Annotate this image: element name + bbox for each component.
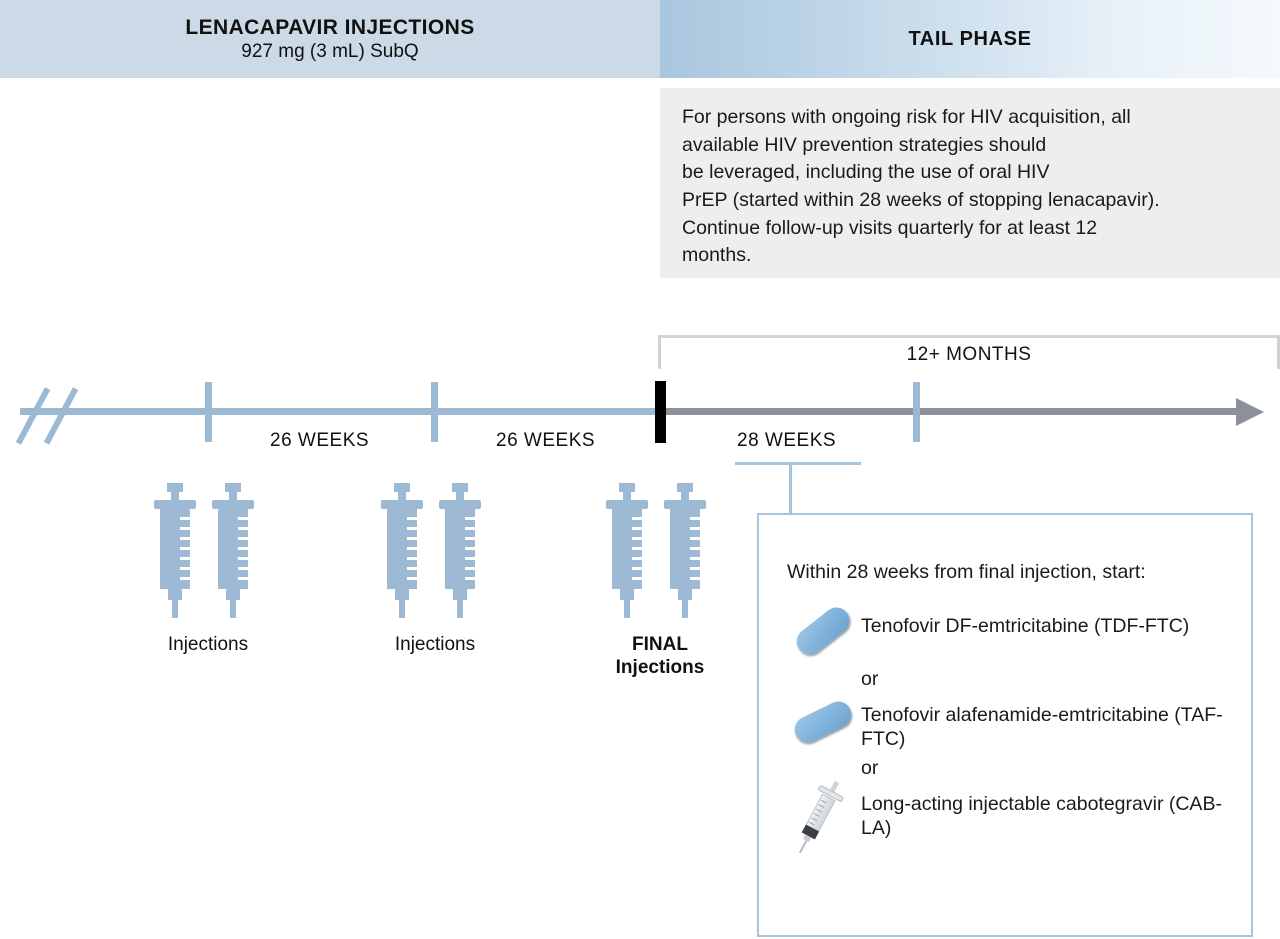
med-option-cab-la: Long-acting injectable cabotegravir (CAB… <box>787 780 1233 874</box>
tail-phase-medication-panel: Within 28 weeks from final injection, st… <box>757 513 1253 937</box>
med-option-taf-ftc: Tenofovir alafenamide-emtricitabine (TAF… <box>787 695 1233 753</box>
syringe-pair <box>606 483 714 618</box>
segment-label-26-weeks-2: 26 WEEKS <box>496 430 596 451</box>
med-panel-intro: Within 28 weeks from final injection, st… <box>787 561 1146 583</box>
timeline-tick-2 <box>431 382 438 442</box>
tail-phase-header: TAIL PHASE <box>660 0 1280 78</box>
syringe-icon <box>664 483 706 618</box>
injection-group-1: Injections <box>143 483 273 657</box>
segment-label-28-weeks: 28 WEEKS <box>737 430 837 451</box>
pill-icon <box>787 602 861 664</box>
twelve-months-label: 12+ MONTHS <box>906 344 1032 365</box>
lenacapavir-title: LENACAPAVIR INJECTIONS <box>185 15 475 39</box>
header-band: LENACAPAVIR INJECTIONS 927 mg (3 mL) Sub… <box>0 0 1280 78</box>
injection-group-final-caption-line2: Injections <box>615 656 705 678</box>
med-option-taf-ftc-label: Tenofovir alafenamide-emtricitabine (TAF… <box>861 704 1223 751</box>
timeline-tick-1 <box>205 382 212 442</box>
syringe-icon <box>381 483 423 618</box>
med-or-label-1: or <box>861 668 879 690</box>
lenacapavir-dose: 927 mg (3 mL) SubQ <box>241 41 419 63</box>
med-option-tdf-ftc-label: Tenofovir DF-emtricitabine (TDF-FTC) <box>861 615 1190 637</box>
med-option-cab-la-label: Long-acting injectable cabotegravir (CAB… <box>861 793 1222 840</box>
panel-connector-horizontal <box>735 462 861 465</box>
syringe-icon <box>154 483 196 618</box>
injection-group-2: Injections <box>370 483 500 657</box>
tail-phase-note-text: For persons with ongoing risk for HIV ac… <box>682 106 1160 267</box>
timeline-arrowhead-icon <box>1236 398 1264 426</box>
twelve-months-bracket <box>658 335 1280 369</box>
lenacapavir-phase-header: LENACAPAVIR INJECTIONS 927 mg (3 mL) Sub… <box>0 0 660 78</box>
timeline-break-slash-icon <box>15 387 51 445</box>
timeline-axis-injection-phase <box>20 408 660 415</box>
tail-phase-note-box: For persons with ongoing risk for HIV ac… <box>660 88 1280 278</box>
injection-group-final-caption-line1: FINAL <box>632 634 688 655</box>
timeline-break-slash-icon <box>43 387 79 445</box>
tail-phase-title: TAIL PHASE <box>908 27 1032 50</box>
timeline-tick-tail <box>913 382 920 442</box>
syringe-icon <box>212 483 254 618</box>
syringe-icon <box>606 483 648 618</box>
segment-label-26-weeks-1: 26 WEEKS <box>270 430 370 451</box>
injection-group-2-caption: Injections <box>394 634 476 655</box>
syringe-pair <box>154 483 262 618</box>
med-option-tdf-ftc: Tenofovir DF-emtricitabine (TDF-FTC) <box>787 602 1233 664</box>
syringe-icon <box>439 483 481 618</box>
pill-icon <box>787 695 861 753</box>
syringe-pair <box>381 483 489 618</box>
syringe-icon <box>787 780 861 874</box>
injection-group-final: FINAL Injections <box>595 483 725 680</box>
injection-group-1-caption: Injections <box>167 634 249 655</box>
timeline-final-injection-marker <box>655 381 666 443</box>
timeline-axis-tail-phase <box>660 408 1238 415</box>
panel-connector-vertical <box>789 462 792 515</box>
med-or-label-2: or <box>861 757 879 779</box>
